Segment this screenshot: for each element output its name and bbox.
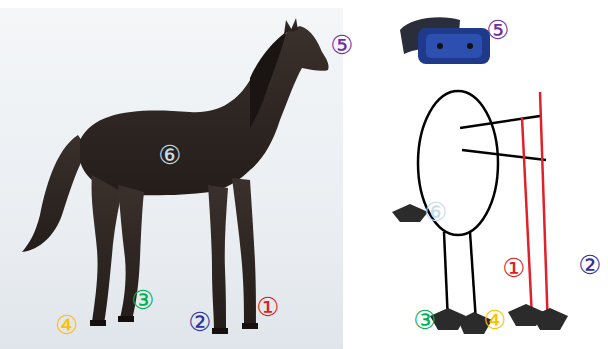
callout-number: ⑥ (158, 142, 181, 168)
callout-number: ④ (483, 307, 506, 333)
vr-stick-figure (418, 91, 546, 322)
callout-number: ② (188, 309, 211, 335)
callout-number: ④ (55, 312, 78, 338)
callout-number: ① (502, 255, 525, 281)
horse-backdrop (0, 8, 343, 349)
motion-tracker (392, 204, 568, 334)
horse-model (22, 18, 329, 334)
ski-poles (522, 92, 548, 330)
vr-headset (400, 17, 490, 64)
callout-number: ② (578, 252, 601, 278)
callout-number: ① (256, 294, 279, 320)
callout-number: ⑤ (330, 32, 353, 58)
callout-number: ⑥ (424, 199, 447, 225)
callout-number: ⑤ (486, 17, 509, 43)
callout-number: ③ (413, 307, 436, 333)
callout-number: ③ (131, 287, 154, 313)
